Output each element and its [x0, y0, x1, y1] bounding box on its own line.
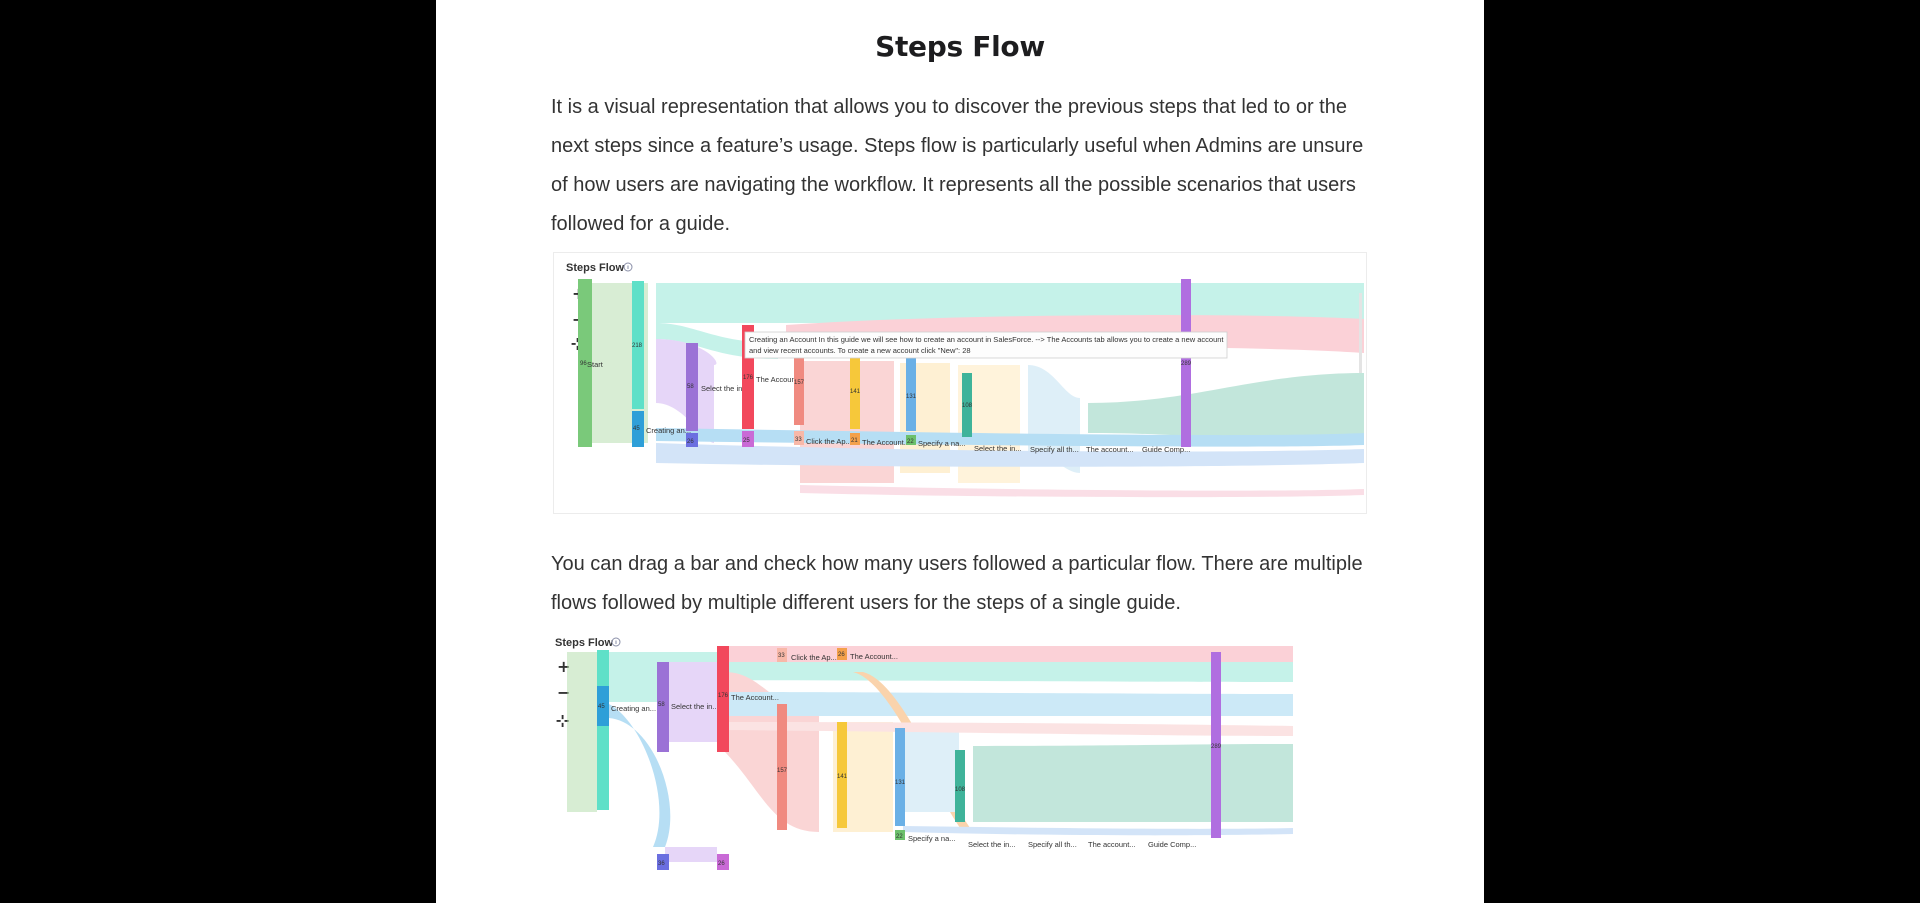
- node-label: Select the in...: [701, 384, 749, 393]
- info-icon: [611, 637, 621, 647]
- figure-title: Steps Flow: [555, 637, 614, 649]
- flow-node[interactable]: [717, 854, 729, 870]
- node-value: 218: [632, 343, 643, 349]
- node-value: 131: [906, 394, 917, 400]
- node-value: 33: [795, 437, 802, 443]
- node-label: Click the Ap...: [806, 437, 852, 446]
- node-value: 157: [777, 768, 788, 774]
- node-value: 58: [658, 702, 665, 708]
- flow-node[interactable]: [657, 662, 669, 752]
- svg-text:and view recent accounts. To: and view recent accounts. To create a ne…: [749, 346, 971, 355]
- node-value: 22: [907, 439, 914, 445]
- drag-paragraph: You can drag a bar and check how many us…: [551, 553, 1363, 614]
- node-value: 36: [658, 861, 665, 867]
- flow-node[interactable]: [1181, 279, 1191, 447]
- node-label: The Account...: [731, 693, 779, 702]
- flow-node[interactable]: [895, 728, 905, 826]
- node-value: 45: [598, 704, 605, 710]
- node-label: Specify a na...: [918, 439, 966, 448]
- node-value: 33: [778, 653, 785, 659]
- node-value: 176: [718, 693, 729, 699]
- node-value: 176: [743, 375, 754, 381]
- node-tooltip: Creating an Account In this guide we wil…: [744, 331, 1228, 359]
- scrollbar[interactable]: [1359, 293, 1362, 373]
- svg-text:Creating an Account In this: Creating an Account In this guide we wil…: [749, 335, 1224, 344]
- figure-title: Steps Flow: [566, 262, 625, 274]
- article-page: Steps Flow It is a visual representation…: [436, 0, 1484, 903]
- flow-node[interactable]: [632, 281, 644, 409]
- node-value: 108: [955, 787, 966, 793]
- node-value: 141: [850, 389, 861, 395]
- node-label: The Account...: [862, 438, 910, 447]
- node-value: 108: [962, 403, 973, 409]
- node-value: 26: [718, 861, 725, 867]
- zoom-out-icon[interactable]: −: [557, 683, 570, 702]
- page-title: Steps Flow: [875, 30, 1045, 63]
- node-label: Select the in...: [968, 840, 1016, 849]
- flow-node[interactable]: [794, 431, 804, 445]
- node-value: 157: [794, 380, 805, 386]
- node-label: Specify all th...: [1030, 445, 1079, 454]
- flow-node[interactable]: [717, 646, 729, 752]
- flow-node[interactable]: [850, 357, 860, 429]
- flow-node[interactable]: [1211, 652, 1221, 838]
- flow-node[interactable]: [837, 722, 847, 828]
- flow-node[interactable]: [578, 279, 592, 447]
- flow-node[interactable]: [895, 830, 905, 840]
- node-value: 45: [633, 426, 640, 432]
- flow-node[interactable]: [906, 357, 916, 431]
- node-label: The Account...: [756, 375, 804, 384]
- node-value: 96: [580, 361, 587, 367]
- node-label: Creating an...: [646, 426, 691, 435]
- reset-view-icon[interactable]: ⊹: [556, 711, 569, 730]
- node-label: Start: [587, 360, 604, 369]
- node-label: Creating an...: [611, 704, 656, 713]
- node-value: 25: [743, 438, 750, 444]
- flow-node[interactable]: [657, 854, 669, 870]
- flow-node[interactable]: [742, 431, 754, 447]
- flow-node[interactable]: [597, 686, 609, 726]
- node-label: Guide Comp...: [1142, 445, 1190, 454]
- node-label: The Account...: [850, 652, 898, 661]
- node-label: The account...: [1086, 445, 1134, 454]
- node-value: 58: [687, 384, 694, 390]
- flow-node[interactable]: [906, 435, 916, 445]
- node-label: Specify a na...: [908, 834, 956, 843]
- flow-node[interactable]: [955, 750, 965, 822]
- node-value: 141: [837, 774, 848, 780]
- flow-node[interactable]: [597, 650, 609, 810]
- flow-node[interactable]: [777, 704, 787, 830]
- node-label: The account...: [1088, 840, 1136, 849]
- node-value: 131: [895, 780, 906, 786]
- flow-node[interactable]: [850, 433, 860, 445]
- node-value: 289: [1181, 361, 1192, 367]
- node-label: Specify all th...: [1028, 840, 1077, 849]
- info-icon: [623, 262, 633, 272]
- flow-node[interactable]: [686, 433, 698, 447]
- sankey-diagram-1: Steps Flow + − ⊹: [566, 262, 1364, 498]
- flow-node[interactable]: [686, 343, 698, 431]
- flow-links: [567, 646, 1293, 862]
- node-value: 289: [1211, 744, 1222, 750]
- steps-flow-screenshot-2: Steps Flow + − ⊹: [553, 632, 1365, 903]
- node-value: 26: [838, 652, 845, 658]
- node-label: Select the in...: [974, 444, 1022, 453]
- node-value: 21: [851, 438, 858, 444]
- intro-paragraph: It is a visual representation that allow…: [551, 96, 1364, 235]
- steps-flow-screenshot-1: Steps Flow + − ⊹: [553, 252, 1367, 514]
- flow-node[interactable]: [962, 373, 972, 437]
- node-label: Guide Comp...: [1148, 840, 1196, 849]
- node-label: Select the in...: [671, 702, 719, 711]
- flow-node[interactable]: [777, 648, 787, 662]
- node-label: Click the Ap...: [791, 653, 837, 662]
- node-value: 26: [687, 439, 694, 445]
- node-value: 22: [896, 834, 903, 840]
- flow-node[interactable]: [794, 357, 804, 425]
- flow-node[interactable]: [837, 648, 847, 660]
- sankey-diagram-2: Steps Flow + − ⊹: [555, 637, 1293, 870]
- zoom-in-icon[interactable]: +: [557, 657, 570, 676]
- flow-node[interactable]: [632, 411, 644, 447]
